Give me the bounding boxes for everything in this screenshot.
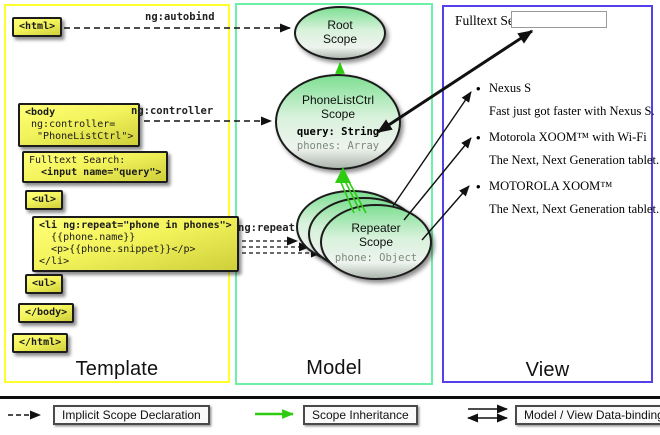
repeat-label: ng:repeat bbox=[238, 222, 295, 234]
repeater-scope-title: Repeater Scope bbox=[351, 221, 401, 249]
model-panel-title: Model bbox=[306, 357, 362, 379]
code-line: <body bbox=[25, 107, 56, 118]
list-item: • MOTOROLA XOOM™ The Next, Next Generati… bbox=[476, 175, 660, 221]
legend-inheritance-label: Scope Inheritance bbox=[303, 405, 418, 425]
repeater-prop-phone: phone: Object bbox=[334, 252, 418, 264]
code-box-body-close: </body> bbox=[18, 303, 75, 323]
code-box-ul-open: <ul> bbox=[25, 190, 64, 210]
item-title: MOTOROLA XOOM™ bbox=[489, 179, 613, 193]
phonelistctrl-prop-query: query: String bbox=[296, 126, 380, 138]
code-box-html-open: <html> bbox=[12, 17, 63, 37]
legend-binding-label: Model / View Data-binding bbox=[515, 405, 660, 425]
controller-label: ng:controller bbox=[131, 105, 214, 117]
view-search-input[interactable] bbox=[511, 11, 607, 28]
phonelistctrl-scope-title: PhoneListCtrl Scope bbox=[301, 93, 375, 121]
code-line: <p>{{phone.snippet}}</p> bbox=[39, 244, 196, 255]
code-line: <ul> bbox=[32, 194, 57, 205]
code-line: <ul> bbox=[32, 278, 57, 289]
phonelistctrl-prop-phones: phones: Array bbox=[296, 140, 380, 152]
list-item: • Motorola XOOM™ with Wi-Fi The Next, Ne… bbox=[476, 126, 660, 172]
code-box-ul-open-2: <ul> bbox=[25, 274, 64, 294]
item-snippet: The Next, Next Generation tablet. bbox=[489, 153, 660, 167]
code-box-fulltext: Fulltext Search: <input name="query"> bbox=[22, 151, 169, 183]
bullet-icon: • bbox=[476, 179, 481, 194]
model-panel: Model bbox=[235, 3, 433, 385]
view-panel-title: View bbox=[525, 359, 570, 381]
code-box-body-open: <body ng:controller= "PhoneListCtrl"> bbox=[18, 103, 141, 147]
code-line: </html> bbox=[19, 337, 62, 348]
bullet-icon: • bbox=[476, 130, 481, 145]
template-panel-title: Template bbox=[75, 358, 159, 380]
legend-divider bbox=[0, 396, 660, 399]
code-line: <li ng:repeat="phone in phones"> bbox=[39, 220, 232, 231]
root-scope-title: Root Scope bbox=[322, 18, 358, 46]
item-title: Nexus S bbox=[489, 81, 532, 95]
item-snippet: Fast just got faster with Nexus S. bbox=[489, 104, 655, 118]
view-item-list: • Nexus S Fast just got faster with Nexu… bbox=[476, 77, 660, 224]
code-line: ng:controller= bbox=[25, 119, 116, 130]
code-line: <html> bbox=[19, 21, 56, 32]
item-title: Motorola XOOM™ with Wi-Fi bbox=[489, 130, 647, 144]
code-line: "PhoneListCtrl"> bbox=[25, 131, 134, 142]
list-item: • Nexus S Fast just got faster with Nexu… bbox=[476, 77, 655, 123]
bullet-icon: • bbox=[476, 81, 481, 96]
code-line: Fulltext Search: bbox=[29, 155, 126, 166]
code-line: {{phone.name}} bbox=[39, 232, 136, 243]
autobind-label: ng:autobind bbox=[145, 11, 215, 23]
code-line: </body> bbox=[25, 307, 68, 318]
code-line: </li> bbox=[39, 256, 70, 267]
code-line: <input name="query"> bbox=[29, 167, 162, 178]
item-snippet: The Next, Next Generation tablet. bbox=[489, 202, 660, 216]
code-box-li-repeat: <li ng:repeat="phone in phones"> {{phone… bbox=[32, 216, 239, 272]
legend-implicit-label: Implicit Scope Declaration bbox=[53, 405, 210, 425]
code-box-html-close: </html> bbox=[12, 333, 69, 353]
